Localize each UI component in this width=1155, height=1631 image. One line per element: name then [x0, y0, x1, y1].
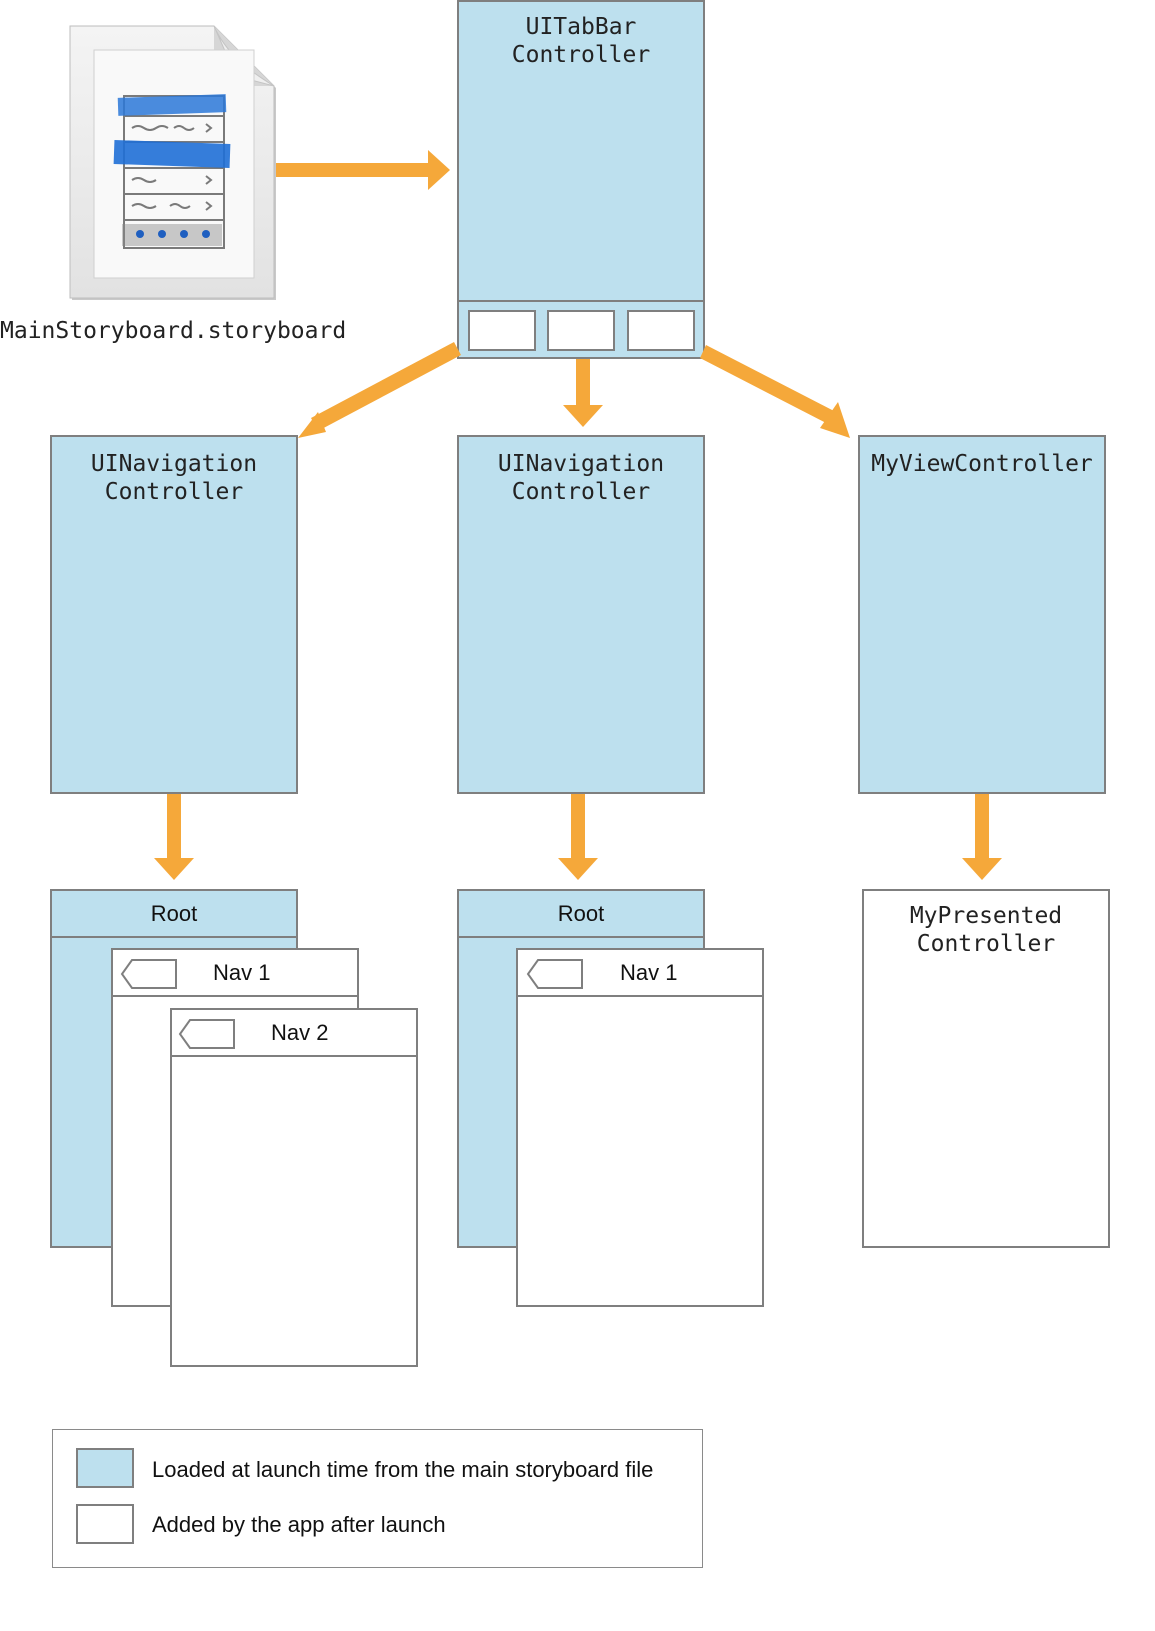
stack-1-root-title: Root — [150, 901, 198, 926]
legend: Loaded at launch time from the main stor… — [52, 1429, 703, 1568]
stack-2-nav1-title: Nav 1 — [620, 960, 678, 985]
stack-2-root-navbar-divider — [459, 936, 703, 938]
back-button-icon — [120, 959, 177, 989]
tabbar-title-line1: UITabBar — [525, 14, 637, 40]
arrow-nav-controller-1-to-root — [154, 794, 194, 880]
nav-controller-1-title-line1: UINavigation — [90, 451, 258, 477]
nav-controller-2-box: UINavigation Controller — [457, 435, 705, 794]
stack-2-root-title: Root — [557, 901, 605, 926]
tabbar-divider — [459, 300, 703, 302]
back-button-icon — [526, 959, 583, 989]
tab-item-1 — [468, 310, 536, 351]
nav-controller-2-title-line2: Controller — [511, 479, 651, 505]
tabbar-title-line2: Controller — [511, 42, 651, 68]
my-view-controller-title: MyViewController — [871, 451, 1093, 477]
legend-added-swatch — [76, 1504, 134, 1544]
presented-title-line1: MyPresented — [909, 903, 1063, 929]
legend-added-label: Added by the app after launch — [152, 1512, 446, 1537]
arrow-tabbar-to-nav-controller-2 — [563, 359, 603, 427]
nav-controller-1-title-line2: Controller — [104, 479, 244, 505]
storyboard-file-label: MainStoryboard.storyboard — [0, 318, 347, 344]
arrow-tabbar-to-my-view-controller — [700, 345, 850, 438]
arrow-tabbar-to-nav-controller-1 — [298, 342, 461, 438]
my-view-controller-box: MyViewController — [858, 435, 1106, 794]
legend-loaded-label: Loaded at launch time from the main stor… — [152, 1457, 654, 1482]
nav-controller-1-box: UINavigation Controller — [50, 435, 298, 794]
arrow-my-view-controller-to-presented — [962, 794, 1002, 880]
stack-2-nav1-box: Nav 1 — [516, 948, 764, 1307]
arrow-nav-controller-2-to-root — [558, 794, 598, 880]
presented-title-line2: Controller — [916, 931, 1056, 957]
stack-1-nav2-box: Nav 2 — [170, 1008, 418, 1367]
back-button-icon — [178, 1019, 235, 1049]
tab-item-3 — [627, 310, 695, 351]
tab-item-2 — [547, 310, 615, 351]
tabbar-controller-box: UITabBar Controller — [457, 0, 705, 359]
stack-2-nav1-navbar-divider — [518, 995, 762, 997]
nav-controller-2-title-line1: UINavigation — [497, 451, 665, 477]
legend-loaded-swatch — [76, 1448, 134, 1488]
my-presented-controller-box: MyPresented Controller — [862, 889, 1110, 1248]
stack-1-nav2-title: Nav 2 — [271, 1020, 329, 1045]
arrow-storyboard-to-tabbar — [276, 150, 450, 190]
storyboard-document-icon — [69, 25, 276, 300]
stack-1-nav1-title: Nav 1 — [213, 960, 271, 985]
stack-1-root-navbar-divider — [52, 936, 296, 938]
stack-1-nav2-navbar-divider — [172, 1055, 416, 1057]
stack-1-nav1-navbar-divider — [113, 995, 357, 997]
